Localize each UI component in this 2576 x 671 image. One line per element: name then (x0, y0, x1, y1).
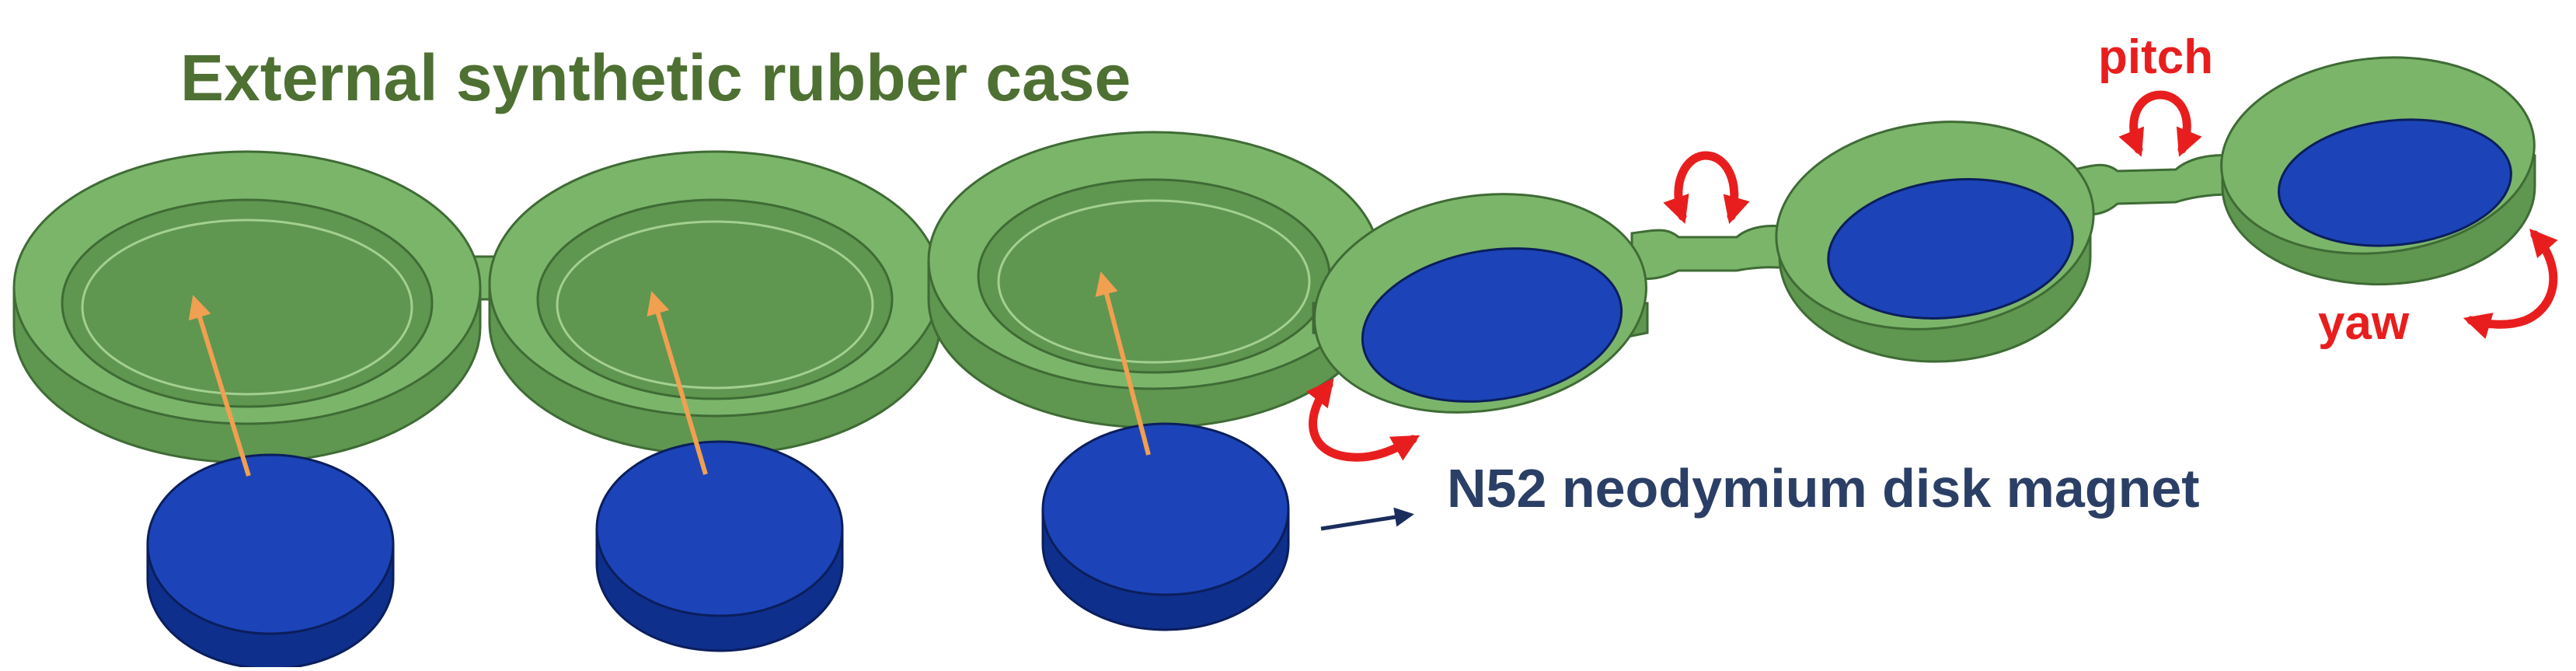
case-pod-2 (488, 150, 942, 456)
pitch-label: pitch (2098, 30, 2214, 84)
case-pod-3 (927, 131, 1381, 429)
yaw-label: yaw (2318, 296, 2410, 350)
assembly-arrow-2 (647, 291, 708, 475)
case-label: External synthetic rubber case (180, 41, 1131, 114)
assembly-arrows (188, 271, 1151, 477)
pitch-arrow-middle (1663, 151, 1750, 225)
magnet-disk-1 (146, 453, 395, 670)
assembled-magnet-1 (1361, 247, 1623, 403)
magnet-disk-2 (595, 440, 844, 652)
magnet-disk-3 (1041, 422, 1290, 631)
assembled-magnet-3 (2278, 118, 2512, 247)
assembled-pod-1 (1312, 193, 1649, 414)
assembled-magnet-2 (1827, 178, 2074, 320)
motion-arrows (1305, 90, 2558, 462)
assembly-arrow-3 (1095, 271, 1151, 456)
assembled-pod-2 (1775, 121, 2095, 363)
exploded-magnets (146, 422, 1290, 670)
magnet-leader-arrow (1320, 507, 1414, 531)
assembled-bridge-left (1630, 225, 1789, 281)
assembly-arrow-1 (188, 295, 251, 477)
case-pod-1 (12, 150, 482, 464)
pitch-arrow-top (2118, 90, 2202, 157)
assembled-bridge-right (2073, 154, 2232, 216)
magnet-label: N52 neodymium disk magnet (1447, 458, 2200, 519)
assembled-rubber-case (1312, 56, 2536, 414)
exploded-rubber-case (12, 131, 1381, 464)
yaw-arrow-right (2463, 229, 2558, 339)
yaw-arrow-left (1305, 378, 1420, 462)
assembled-pod-3 (2220, 56, 2536, 286)
